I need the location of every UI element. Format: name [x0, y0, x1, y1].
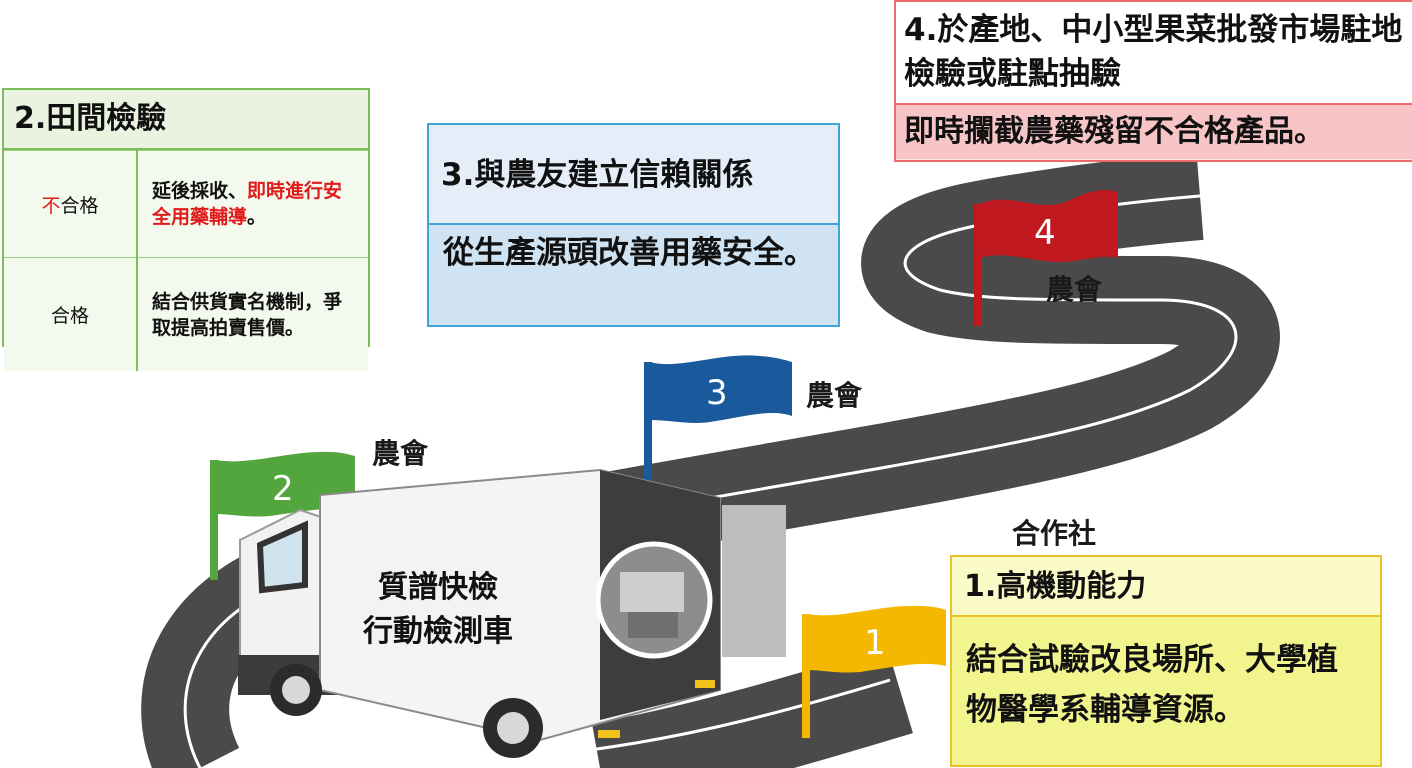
- trust-body: 從生產源頭改善用藥安全。: [443, 235, 815, 271]
- result-pass: 合格: [4, 257, 138, 371]
- truck-sign: 質譜快檢 行動檢測車: [324, 556, 552, 666]
- flag-1-number: 1: [864, 623, 886, 663]
- mobility-box: 1.高機動能力 結合試驗改良場所、大學植物醫學系輔導資源。: [950, 555, 1382, 767]
- truck-sign-line2: 行動檢測車: [363, 614, 513, 649]
- flag-1-label: 合作社: [1012, 517, 1097, 550]
- mobility-title: 1.高機動能力: [952, 557, 1380, 617]
- table-row: 合格 結合供貨實名機制，爭取提高拍賣售價。: [4, 257, 368, 371]
- action-fail: 延後採收、即時進行安全用藥輔導。: [137, 150, 368, 258]
- market-inspection-box: 4.於產地、中小型果菜批發市場駐地檢驗或駐點抽驗 即時攔截農藥殘留不合格產品。: [894, 0, 1412, 162]
- flag-3: 3: [644, 355, 792, 490]
- flag-4: 4: [974, 190, 1118, 326]
- field-inspection-title: 2.田間檢驗: [4, 90, 368, 150]
- field-inspection-box: 2.田間檢驗 不合格 延後採收、即時進行安全用藥輔導。 合格 結合供貨實名機制，…: [2, 88, 370, 371]
- mobility-body: 結合試驗改良場所、大學植物醫學系輔導資源。: [966, 642, 1338, 728]
- trust-title: 3.與農友建立信賴關係: [429, 125, 838, 225]
- market-title: 4.於產地、中小型果菜批發市場駐地檢驗或駐點抽驗: [896, 2, 1412, 105]
- truck-sign-line1: 質譜快檢: [378, 570, 498, 605]
- flag-1: 1: [802, 605, 946, 738]
- flag-2-number: 2: [272, 469, 294, 509]
- action-pass: 結合供貨實名機制，爭取提高拍賣售價。: [137, 257, 368, 371]
- market-body: 即時攔截農藥殘留不合格產品。: [896, 105, 1412, 159]
- flag-4-label: 農會: [1046, 273, 1103, 306]
- table-row: 不合格 延後採收、即時進行安全用藥輔導。: [4, 150, 368, 258]
- flag-3-label: 農會: [806, 379, 863, 412]
- field-inspection-table: 不合格 延後採收、即時進行安全用藥輔導。 合格 結合供貨實名機制，爭取提高拍賣售…: [4, 150, 368, 371]
- flag-4-number: 4: [1034, 213, 1056, 253]
- trust-box: 3.與農友建立信賴關係 從生產源頭改善用藥安全。: [427, 123, 840, 327]
- result-fail: 不合格: [4, 150, 138, 258]
- flag-3-number: 3: [706, 373, 728, 413]
- flag-2-label: 農會: [372, 437, 429, 470]
